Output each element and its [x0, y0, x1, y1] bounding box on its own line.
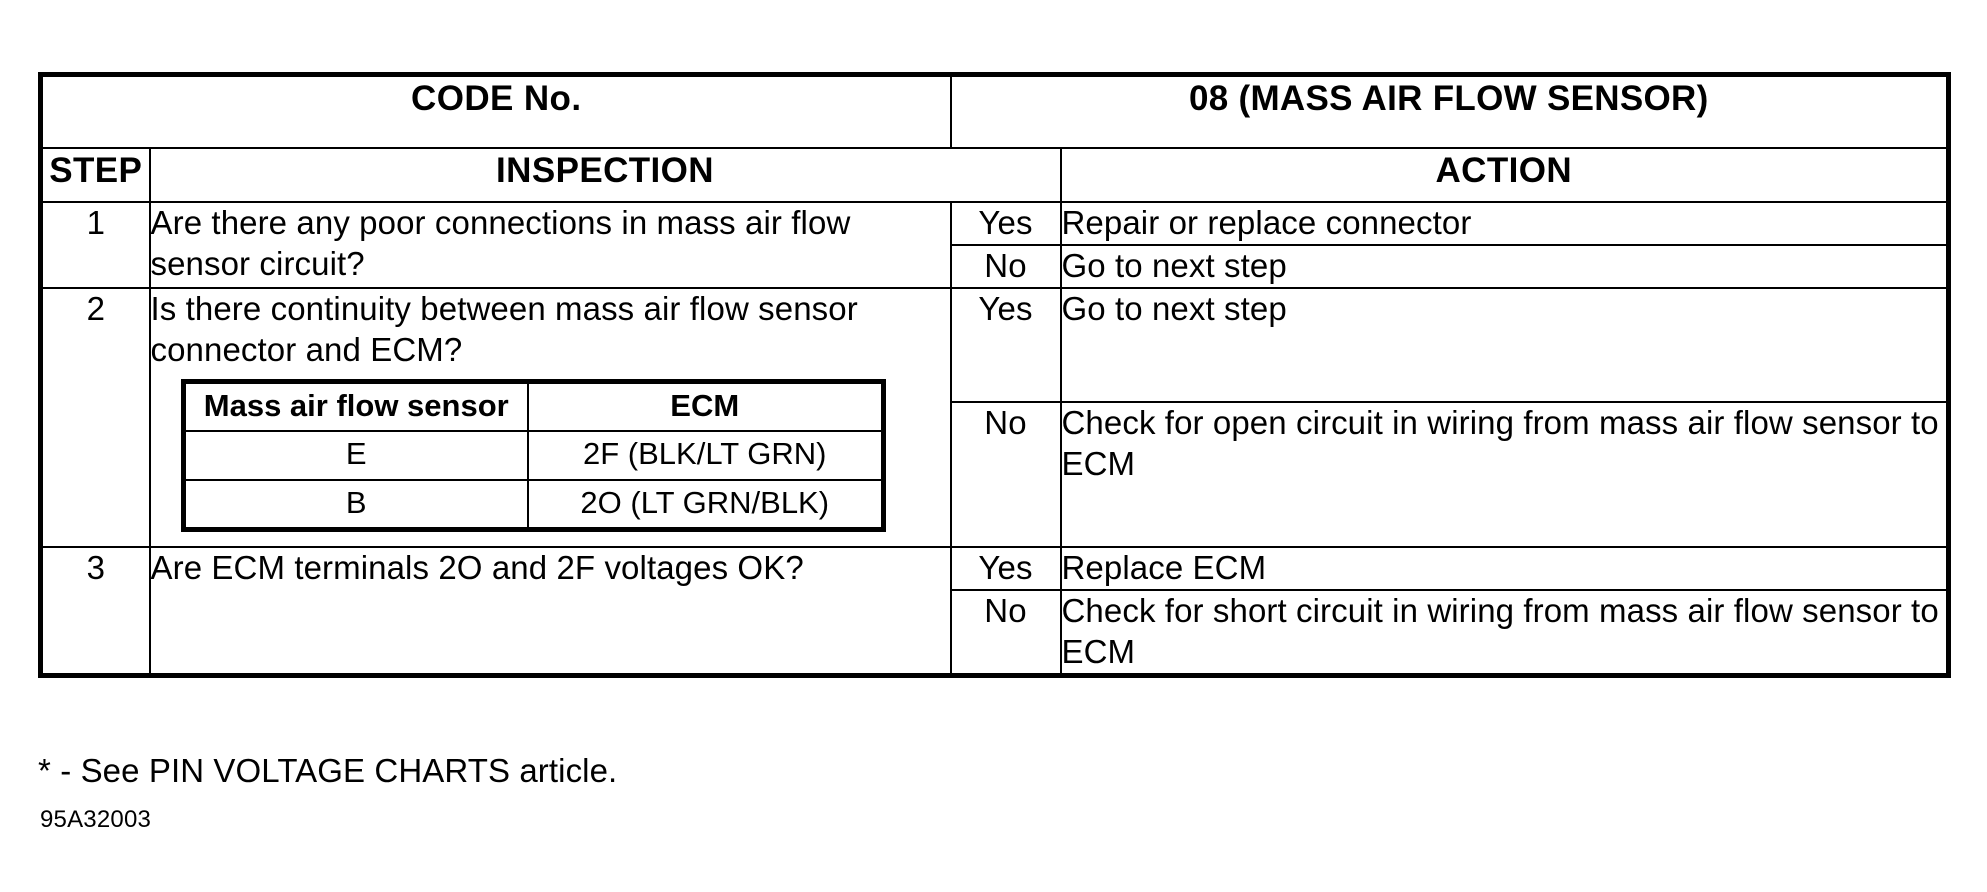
- terminal-cell-sensor-2: B: [180, 478, 529, 532]
- action-cell-2-no: Check for open circuit in wiring from ma…: [1059, 400, 1952, 548]
- diagnostic-code-table: CODE No. 08 (MASS AIR FLOW SENSOR) STEP …: [38, 72, 1952, 678]
- table-row-step-2-yes: 2 Is there continuity between mass air f…: [38, 286, 1952, 548]
- action-text-3-no: Check for short circuit in wiring from m…: [1061, 591, 1939, 670]
- inspection-cell-3: Are ECM terminals 2O and 2F voltages OK?: [148, 545, 952, 678]
- table-row-step-3-no: No Check for short circuit in wiring fro…: [41, 588, 1952, 678]
- terminal-mapping-header-row: Mass air flow sensor ECM: [180, 378, 886, 433]
- table-row-step-1-yes: 1 Are there any poor connections in mass…: [38, 201, 1952, 289]
- terminal-cell-ecm-2: 2O (LT GRN/BLK): [527, 478, 886, 532]
- table-row-step-1-no: No Go to next step: [41, 243, 1952, 289]
- table-row-step-3-yes: 3 Are ECM terminals 2O and 2F voltages O…: [38, 545, 1952, 678]
- step-number-1: 1: [86, 204, 105, 241]
- action-text-2-yes: Go to next step: [1061, 289, 1287, 327]
- code-label: CODE No.: [411, 79, 582, 118]
- answer-cell-1-no: No: [949, 243, 1062, 289]
- terminal-ecm-2: 2O (LT GRN/BLK): [580, 484, 830, 520]
- footnote-text: * - See PIN VOLTAGE CHARTS article.: [38, 752, 618, 789]
- header-cell-step: STEP: [38, 147, 151, 203]
- action-cell-1-no: Go to next step: [1059, 243, 1952, 289]
- action-cell-3-no: Check for short circuit in wiring from m…: [1059, 588, 1952, 678]
- answer-label-no-2: No: [984, 403, 1027, 441]
- answer-label-yes: Yes: [978, 204, 1033, 241]
- terminal-ecm-1: 2F (BLK/LT GRN): [583, 436, 827, 472]
- answer-label-yes-2: Yes: [978, 289, 1033, 327]
- answer-cell-1-yes: Yes: [949, 201, 1062, 246]
- inspection-cell-1: Are there any poor connections in mass a…: [148, 201, 952, 289]
- inspection-text-1: Are there any poor connections in mass a…: [150, 204, 851, 282]
- step-number-2: 2: [86, 289, 105, 327]
- inspection-text-3: Are ECM terminals 2O and 2F voltages OK?: [150, 548, 804, 586]
- code-value: 08 (MASS AIR FLOW SENSOR): [1188, 79, 1709, 118]
- answer-cell-2-no: No: [949, 400, 1062, 548]
- action-text-2-no: Check for open circuit in wiring from ma…: [1061, 403, 1939, 482]
- step-number-cell-3: 3: [38, 545, 151, 678]
- step-number-3: 3: [86, 548, 105, 586]
- answer-label-yes-3: Yes: [978, 548, 1033, 586]
- column-header-step: STEP: [49, 151, 143, 190]
- terminal-header-ecm: ECM: [670, 387, 740, 423]
- terminal-mapping-row-2: B 2O (LT GRN/BLK): [180, 478, 886, 532]
- code-header-row: CODE No. 08 (MASS AIR FLOW SENSOR): [38, 72, 1952, 149]
- inspection-text-2: Is there continuity between mass air flo…: [150, 289, 858, 368]
- answer-cell-3-no: No: [949, 588, 1062, 678]
- action-cell-2-yes: Go to next step: [1059, 286, 1952, 403]
- code-value-cell: 08 (MASS AIR FLOW SENSOR): [949, 72, 1952, 149]
- header-cell-action: ACTION: [1059, 147, 1952, 203]
- header-cell-inspection: INSPECTION: [148, 147, 1062, 203]
- answer-label-no-3: No: [984, 591, 1027, 629]
- terminal-cell-ecm-1: 2F (BLK/LT GRN): [527, 430, 886, 481]
- column-header-inspection: INSPECTION: [496, 151, 714, 190]
- inspection-cell-2: Is there continuity between mass air flo…: [148, 286, 952, 548]
- step-number-cell-1: 1: [38, 201, 151, 289]
- terminal-sensor-1: E: [345, 436, 367, 472]
- terminal-header-cell-ecm: ECM: [527, 378, 886, 433]
- terminal-mapping-row-1: E 2F (BLK/LT GRN): [180, 430, 886, 481]
- terminal-cell-sensor-1: E: [180, 430, 529, 481]
- answer-label-no: No: [984, 246, 1027, 284]
- table-row-step-2-no: No Check for open circuit in wiring from…: [41, 400, 1952, 548]
- answer-cell-3-yes: Yes: [949, 545, 1062, 591]
- terminal-mapping-table: Mass air flow sensor ECM E: [180, 378, 886, 532]
- action-cell-1-yes: Repair or replace connector: [1059, 201, 1952, 246]
- terminal-header-cell-sensor: Mass air flow sensor: [180, 378, 529, 433]
- action-text-1-no: Go to next step: [1061, 246, 1287, 284]
- terminal-sensor-2: B: [345, 484, 367, 520]
- code-label-cell: CODE No.: [38, 72, 952, 149]
- action-cell-3-yes: Replace ECM: [1059, 545, 1952, 591]
- step-number-cell-2: 2: [38, 286, 151, 548]
- answer-cell-2-yes: Yes: [949, 286, 1062, 403]
- action-text-1-yes: Repair or replace connector: [1061, 204, 1472, 241]
- terminal-header-sensor: Mass air flow sensor: [203, 387, 509, 423]
- terminal-mapping-wrapper: Mass air flow sensor ECM E: [151, 371, 950, 546]
- column-header-row: STEP INSPECTION ACTION: [38, 147, 1952, 203]
- column-header-action: ACTION: [1435, 151, 1573, 190]
- figure-id-text: 95A32003: [40, 806, 152, 833]
- action-text-3-yes: Replace ECM: [1061, 548, 1267, 586]
